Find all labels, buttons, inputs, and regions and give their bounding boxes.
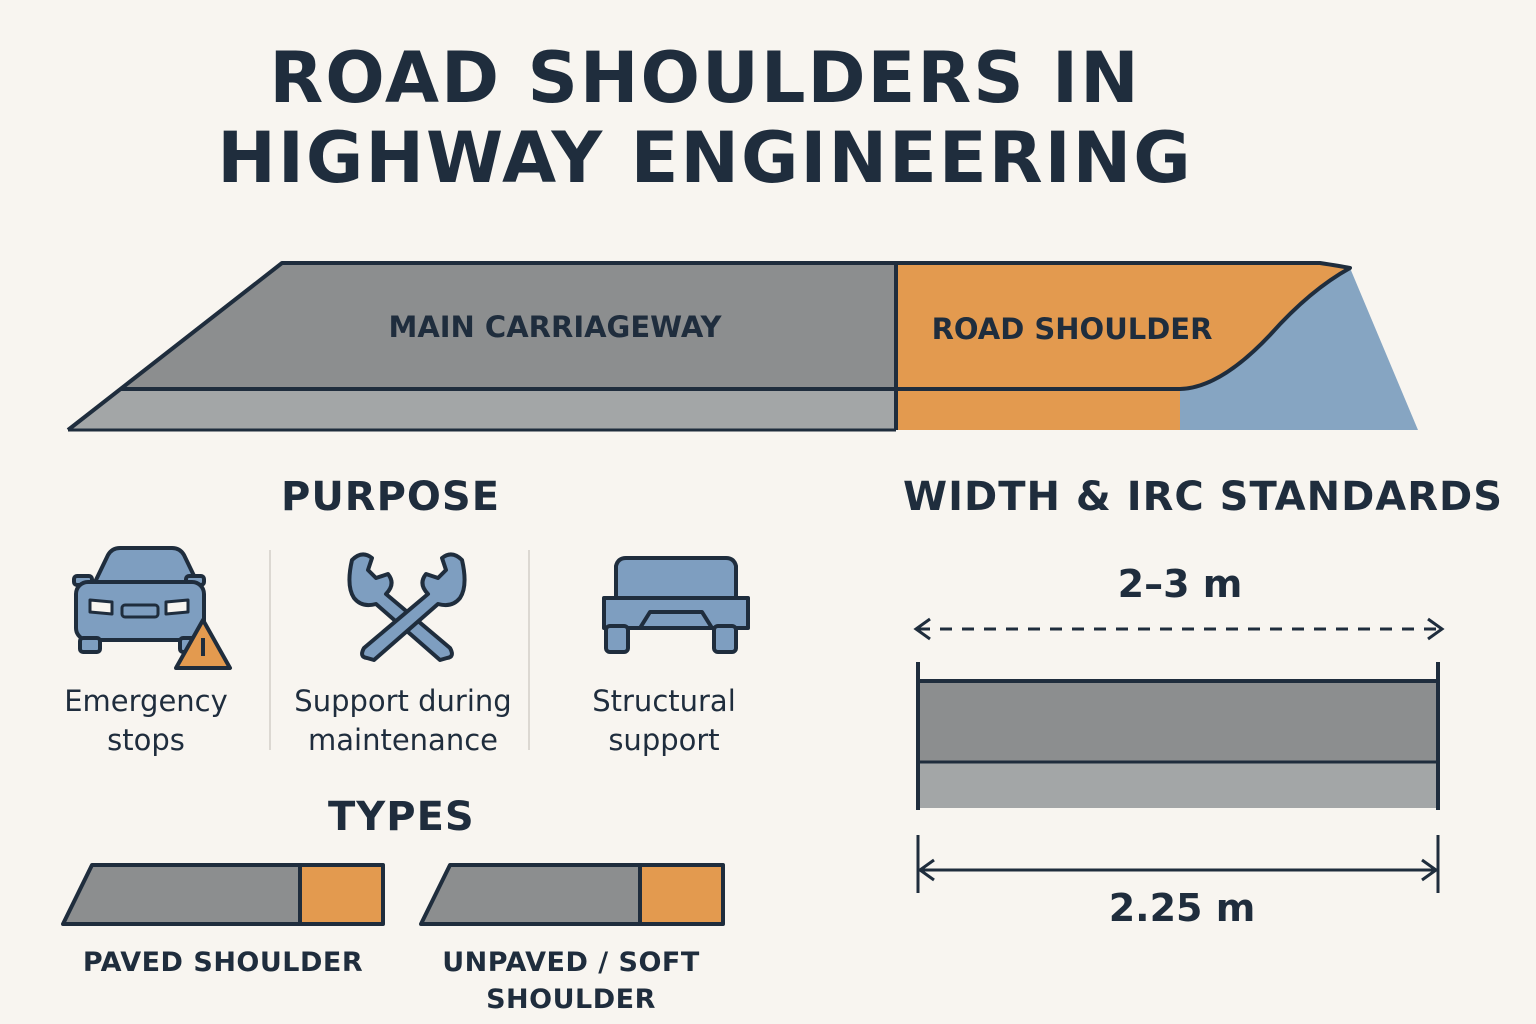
purpose-item-label: Structural support [544, 682, 784, 760]
road-cross-section: MAIN CARRIAGEWAY ROAD SHOULDER [66, 261, 1418, 432]
unpaved-shoulder-diagram [419, 863, 725, 926]
shoulder-top-surface [896, 263, 1350, 389]
purpose-label-line-2: maintenance [308, 723, 498, 757]
type-label-unpaved: UNPAVED / SOFT SHOULDER [411, 944, 731, 1018]
type-label-line-1: PAVED SHOULDER [82, 947, 364, 978]
width-heading: WIDTH & IRC STANDARDS [903, 474, 1504, 520]
shoulder-width-section [916, 662, 1440, 810]
shoulder-label: ROAD SHOULDER [932, 312, 1213, 346]
carriageway-top-surface [120, 263, 896, 389]
purpose-item-label: Emergency stops [26, 682, 266, 760]
range-width-label: 2–3 m [1117, 562, 1243, 606]
types-heading: TYPES [328, 794, 475, 840]
purpose-label-line-2: support [608, 723, 720, 757]
purpose-divider [269, 550, 271, 750]
purpose-label-line-1: Support during [294, 684, 512, 718]
carriageway-label: MAIN CARRIAGEWAY [388, 310, 722, 344]
page-title: ROAD SHOULDERS IN HIGHWAY ENGINEERING [0, 38, 1410, 198]
purpose-item-emergency-stops: Emergency stops [26, 552, 266, 762]
type-label-paved: PAVED SHOULDER [63, 944, 383, 981]
purpose-item-structural-support: Structural support [544, 552, 784, 762]
type-label-line-2: SHOULDER [486, 984, 656, 1015]
wrench-tools-icon [347, 552, 467, 662]
title-line-1: ROAD SHOULDERS IN [269, 37, 1141, 119]
purpose-heading: PURPOSE [281, 474, 501, 520]
paved-shoulder-diagram [61, 863, 385, 926]
cross-section-outline [66, 261, 1352, 432]
standard-width-label: 2.25 m [1108, 886, 1256, 930]
purpose-label-line-1: Structural [592, 684, 736, 718]
purpose-divider [528, 550, 530, 750]
standard-dimension-arrow [916, 835, 1440, 893]
width-section-top [918, 681, 1438, 762]
embankment-slope [1180, 268, 1418, 430]
title-line-2: HIGHWAY ENGINEERING [217, 117, 1193, 199]
car-warning-icon [72, 546, 232, 670]
range-dimension-arrow [913, 617, 1445, 641]
purpose-label-line-2: stops [107, 723, 185, 757]
purpose-item-maintenance-support: Support during maintenance [283, 552, 523, 762]
shoulder-side-face [896, 389, 1180, 430]
width-section-side [918, 762, 1438, 808]
vehicle-front-icon [602, 556, 750, 654]
carriageway-side-face [68, 389, 896, 430]
purpose-label-line-1: Emergency [64, 684, 228, 718]
purpose-item-label: Support during maintenance [283, 682, 523, 760]
type-label-line-1: UNPAVED / SOFT [442, 947, 700, 978]
